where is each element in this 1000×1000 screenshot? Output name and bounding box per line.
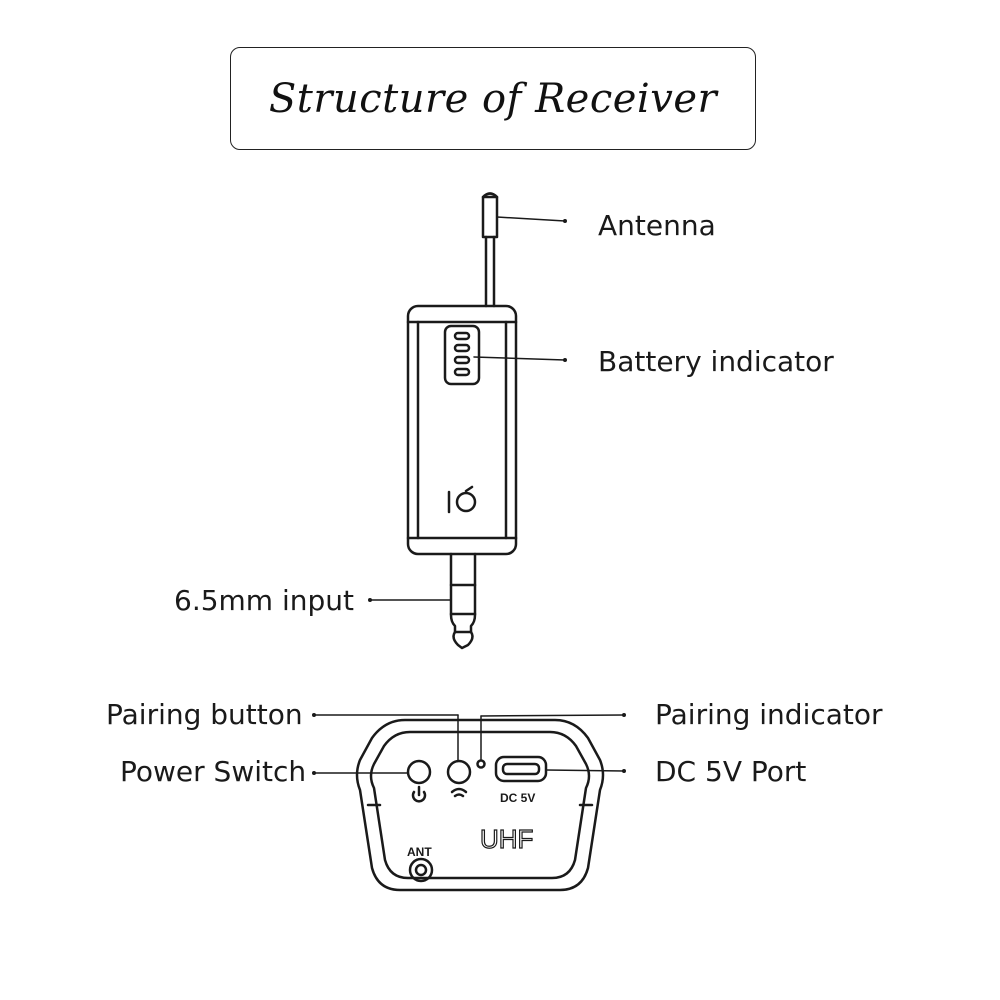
dc-port-label: DC 5V Port: [655, 755, 807, 788]
input-label: 6.5mm input: [174, 584, 355, 617]
battery-indicator-label: Battery indicator: [598, 345, 834, 378]
receiver-body: [406, 304, 518, 556]
antenna-part: [481, 192, 499, 308]
input-plug: [449, 552, 477, 650]
ant-marking: ANT: [407, 845, 432, 859]
bottom-panel: [355, 718, 605, 892]
title-box: Structure of Receiver: [230, 47, 756, 150]
power-switch-label: Power Switch: [120, 755, 307, 788]
pairing-indicator-label: Pairing indicator: [655, 698, 883, 731]
pairing-button-label: Pairing button: [106, 698, 303, 731]
antenna-label: Antenna: [598, 209, 716, 242]
leader-lines: [313, 216, 625, 774]
page-title: Structure of Receiver: [268, 75, 718, 122]
dc-marking: DC 5V: [500, 791, 535, 805]
uhf-marking: UHF: [480, 824, 533, 854]
